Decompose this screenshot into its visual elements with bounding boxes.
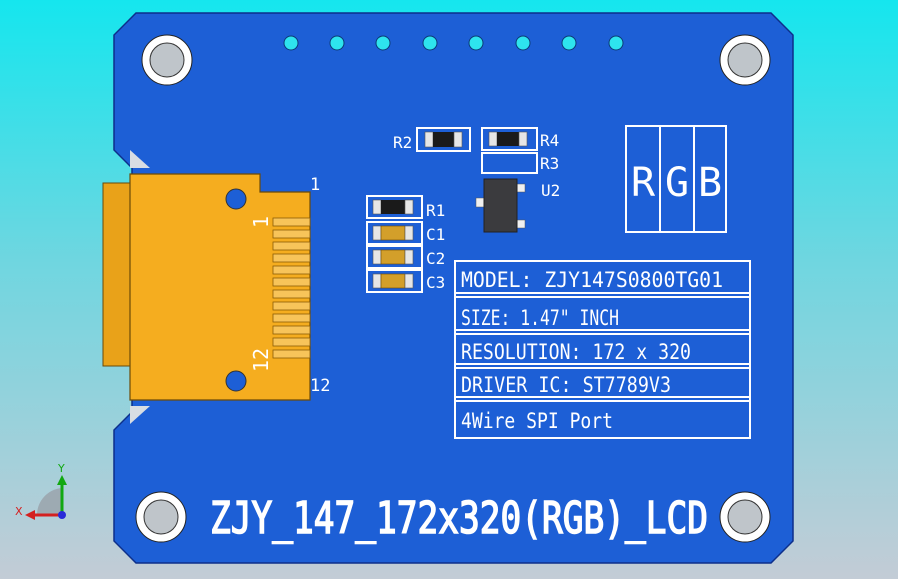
label-u2: U2 — [541, 181, 560, 200]
resistor-r4 — [481, 127, 538, 151]
axis-triad — [25, 475, 67, 520]
rgb-letter-g: G — [665, 160, 689, 206]
capacitor-c1 — [366, 221, 423, 245]
resistor-r3-footprint — [481, 152, 538, 174]
mounting-hole-top-right — [719, 34, 771, 86]
fpc-pin-label-first: 1 — [310, 175, 320, 195]
rgb-letter-r: R — [631, 160, 656, 206]
fpc-pads — [272, 217, 311, 359]
info-row-model: MODEL: ZJY147S0800TG01 — [461, 268, 723, 292]
fpc-flex-cable: 1 12 — [102, 173, 311, 401]
fpc-pad-label-first: 1 — [249, 216, 273, 228]
board-title: ZJY_147_172x320(RGB)_LCD — [210, 493, 708, 544]
mounting-hole-top-left — [141, 34, 193, 86]
label-c2: C2 — [426, 249, 445, 268]
rgb-marking — [625, 125, 727, 233]
mounting-hole-bottom-right — [719, 491, 771, 543]
label-c3: C3 — [426, 273, 445, 292]
info-row-size: SIZE: 1.47" INCH — [461, 306, 619, 330]
mounting-hole-bottom-left — [135, 491, 187, 543]
ic-u2 — [475, 178, 526, 233]
board-edge-notch-bottom — [130, 406, 150, 424]
fpc-pin-label-last: 12 — [310, 376, 330, 396]
resistor-r2 — [416, 127, 471, 152]
label-c1: C1 — [426, 225, 445, 244]
fpc-pad-label-last: 12 — [249, 348, 273, 372]
board-edge-notch-top — [130, 150, 150, 168]
label-r3: R3 — [540, 154, 559, 173]
label-r4: R4 — [540, 131, 559, 150]
fpc-hole-top — [225, 188, 247, 210]
pcb-board — [113, 12, 794, 564]
info-table — [454, 260, 751, 439]
axis-label-x: X — [15, 505, 23, 518]
fpc-hole-bottom — [225, 370, 247, 392]
resistor-r1 — [366, 195, 423, 219]
info-row-resolution: RESOLUTION: 172 x 320 — [461, 340, 691, 364]
info-row-driver: DRIVER IC: ST7789V3 — [461, 373, 671, 397]
capacitor-c2 — [366, 245, 423, 269]
capacitor-c3 — [366, 269, 423, 293]
label-r1: R1 — [426, 201, 445, 220]
label-r2: R2 — [393, 133, 412, 152]
rgb-letter-b: B — [698, 160, 722, 206]
axis-label-y: Y — [57, 462, 65, 475]
info-row-interface: 4Wire SPI Port — [461, 409, 613, 433]
header-pin-holes — [283, 35, 624, 51]
